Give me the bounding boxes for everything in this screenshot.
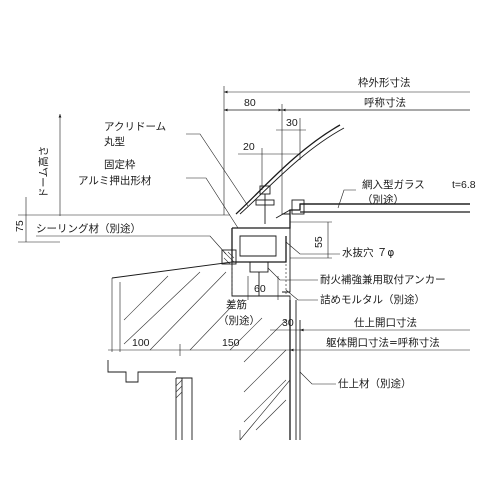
fixed-frame-label: 固定枠 [104, 158, 136, 171]
sealing-callout: シーリング材（別途） [36, 222, 227, 255]
dim-55-label: 55 [313, 236, 325, 248]
finish-material-leader [299, 371, 336, 385]
drain-hole-leader [285, 241, 340, 255]
mortar-callout: 詰めモルタル（別途） [285, 289, 425, 306]
dim-80-label: 80 [244, 97, 256, 109]
fixed-frame-callout: 固定枠 アルミ押出形材 [78, 158, 239, 229]
bolt-washer [255, 199, 275, 206]
frame-top-profile [232, 203, 470, 229]
dim-30-mid: 30 [270, 317, 304, 331]
dim-100-150: 100 150 [108, 337, 290, 356]
dome-height-dimension: ドーム高さ [37, 114, 62, 216]
frame-outer-dimension: 枠外形寸法 [224, 76, 470, 94]
dim-55: 55 [290, 221, 332, 259]
drain-hole-label: 水抜穴 ７φ [342, 246, 394, 259]
anchor-plate [249, 261, 269, 273]
acrylic-dome-curve-inner [239, 127, 345, 215]
wired-glass-leader [337, 189, 356, 209]
sealing-leader [36, 235, 227, 255]
finish-material-label: 仕上材（別途） [338, 377, 412, 390]
dim-100-label: 100 [132, 337, 150, 349]
aluminum-extrusion-label: アルミ押出形材 [78, 174, 152, 187]
dim-75: 75 [14, 197, 230, 243]
frame-inner-box [239, 235, 277, 257]
rebar-label: 差筋 [226, 298, 247, 311]
dim-30-top: 30 [276, 117, 306, 131]
dim-20-label: 20 [243, 141, 255, 153]
finish-material-callout: 仕上材（別途） [299, 371, 412, 390]
nominal-dimension: 80 呼称寸法 [224, 96, 470, 112]
fixed-frame-leader [186, 177, 239, 229]
slab-corner [176, 377, 193, 440]
sealing-bead [221, 249, 237, 265]
acrylic-dome-leader [186, 133, 249, 207]
dim-150-label: 150 [222, 337, 240, 349]
glass-gasket [291, 199, 305, 215]
mortar-label: 詰めモルタル（別途） [320, 293, 425, 306]
nominal-dim-label: 呼称寸法 [364, 96, 406, 109]
anchor-leader [267, 267, 318, 281]
frame-outer-dim-label: 枠外形寸法 [358, 76, 411, 89]
acrylic-dome-callout: アクリドーム 丸型 [104, 121, 249, 207]
rebar-callout: 差筋 （別途） [218, 298, 260, 327]
frame-assembly [221, 185, 470, 297]
anchor-callout: 耐火補強兼用取付アンカー [267, 267, 446, 286]
wired-glass-label: 網入型ガラス [362, 178, 425, 191]
dim-30-top-label: 30 [286, 117, 298, 129]
dim-75-label: 75 [14, 220, 26, 232]
anchor-label: 耐火補強兼用取付アンカー [320, 273, 446, 286]
acrylic-dome-curve [235, 124, 341, 215]
slab-edge [107, 360, 176, 383]
dome-height-label: ドーム高さ [37, 146, 50, 198]
glass-separate-label: （別途） [362, 193, 404, 206]
slab-diagonal [239, 379, 291, 441]
mortar-leader [285, 289, 318, 301]
dim-60-label: 60 [254, 283, 266, 295]
slab-hatch [175, 379, 183, 399]
acrylic-dome-label: アクリドーム [104, 121, 166, 133]
sealing-label: シーリング材（別途） [36, 222, 141, 235]
finish-opening-label: 仕上開口寸法 [354, 316, 417, 329]
drain-hole-callout: 水抜穴 ７φ [285, 241, 394, 259]
rebar-separate-label: （別途） [218, 314, 260, 327]
wired-glass-callout: 網入型ガラス t=6.8 （別途） [337, 178, 476, 209]
finish-wall [289, 300, 301, 440]
finish-opening-dimension: 仕上開口寸法 [300, 316, 470, 332]
round-type-label: 丸型 [104, 135, 125, 148]
dim-30-mid-label: 30 [282, 317, 294, 329]
body-opening-label: 躯体開口寸法=呼称寸法 [326, 336, 440, 349]
body-opening-dimension: 躯体開口寸法=呼称寸法 [290, 336, 470, 352]
lower-slab [107, 360, 291, 441]
upstand-hatch [123, 271, 287, 431]
dim-20: 20 [238, 141, 300, 190]
glass-thickness-label: t=6.8 [452, 179, 476, 191]
